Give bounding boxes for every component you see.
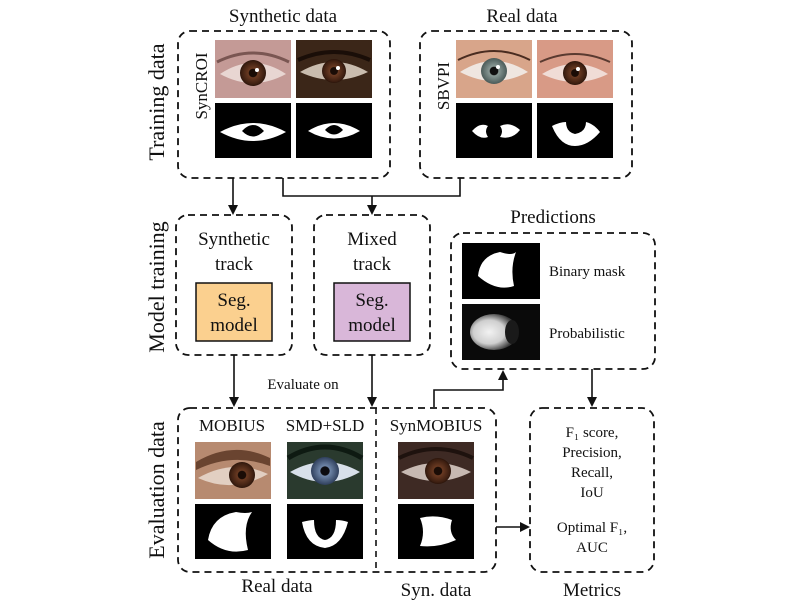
metric-recall: Recall,	[571, 465, 613, 481]
synthetic-seg-model-box	[195, 282, 273, 342]
probabilistic-label: Probabilistic	[549, 326, 625, 342]
side-label-model-training: Model training	[144, 221, 169, 352]
mixed-track-label-line2: track	[353, 254, 391, 275]
mixed-track-label-line1: Mixed	[347, 229, 397, 250]
arrow-eval-to-predictions	[433, 370, 508, 407]
sbvpi-label: SBVPI	[434, 62, 453, 111]
metrics-box	[529, 407, 655, 573]
real-data-box	[419, 30, 633, 179]
syn-data-footer: Syn. data	[401, 580, 472, 600]
smd-sld-eye-image	[286, 442, 364, 499]
sbvpi-mask-1	[456, 103, 532, 158]
binary-mask-label: Binary mask	[549, 264, 626, 280]
mixed-seg-model-line1: Seg.	[355, 290, 388, 311]
sbvpi-mask-2	[537, 103, 613, 158]
sbvpi-eye-image-1	[456, 40, 532, 98]
metric-auc: AUC	[576, 540, 608, 556]
evaluate-on-label: Evaluate on	[267, 377, 339, 393]
metrics-title: Metrics	[563, 580, 621, 600]
real-data-title: Real data	[486, 6, 558, 27]
probabilistic-image	[462, 304, 540, 360]
predictions-title: Predictions	[510, 207, 596, 228]
metric-f1-score: F₁ score,	[566, 425, 619, 441]
mobius-eye-image	[195, 442, 271, 499]
synthetic-track-label-line2: track	[215, 254, 253, 275]
syncroi-eye-image-2	[296, 40, 372, 98]
synthetic-seg-model-line1: Seg.	[217, 290, 250, 311]
side-label-training-data: Training data	[144, 43, 169, 160]
smd-sld-label: SMD+SLD	[286, 416, 365, 435]
syncroi-label: SynCROI	[192, 52, 211, 119]
side-label-evaluation-data: Evaluation data	[144, 421, 169, 559]
sbvpi-eye-image-2	[537, 40, 613, 98]
synmobius-mask	[398, 504, 474, 559]
mixed-seg-model-box	[333, 282, 411, 342]
binary-mask-image	[462, 243, 540, 299]
predictions-box	[450, 232, 656, 370]
real-data-footer: Real data	[241, 576, 313, 597]
smd-sld-mask	[287, 504, 363, 559]
synthetic-data-box	[177, 30, 391, 179]
mobius-label: MOBIUS	[199, 416, 265, 435]
synmobius-eye-image	[398, 442, 474, 499]
syncroi-eye-image-1	[215, 40, 291, 98]
synthetic-data-title: Synthetic data	[229, 6, 338, 27]
synthetic-track-label-line1: Synthetic	[198, 229, 270, 250]
synmobius-label: SynMOBIUS	[390, 416, 483, 435]
metric-optimal-f1: Optimal F₁,	[557, 520, 627, 536]
evaluation-data-box	[177, 407, 497, 573]
connector-synthetic-real	[282, 178, 461, 197]
syncroi-mask-1	[215, 103, 291, 158]
metric-precision: Precision,	[562, 445, 622, 461]
synthetic-seg-model-line2: model	[210, 315, 258, 336]
mixed-seg-model-line2: model	[348, 315, 396, 336]
mobius-mask	[195, 504, 271, 559]
metric-iou: IoU	[580, 485, 603, 501]
syncroi-mask-2	[296, 103, 372, 158]
